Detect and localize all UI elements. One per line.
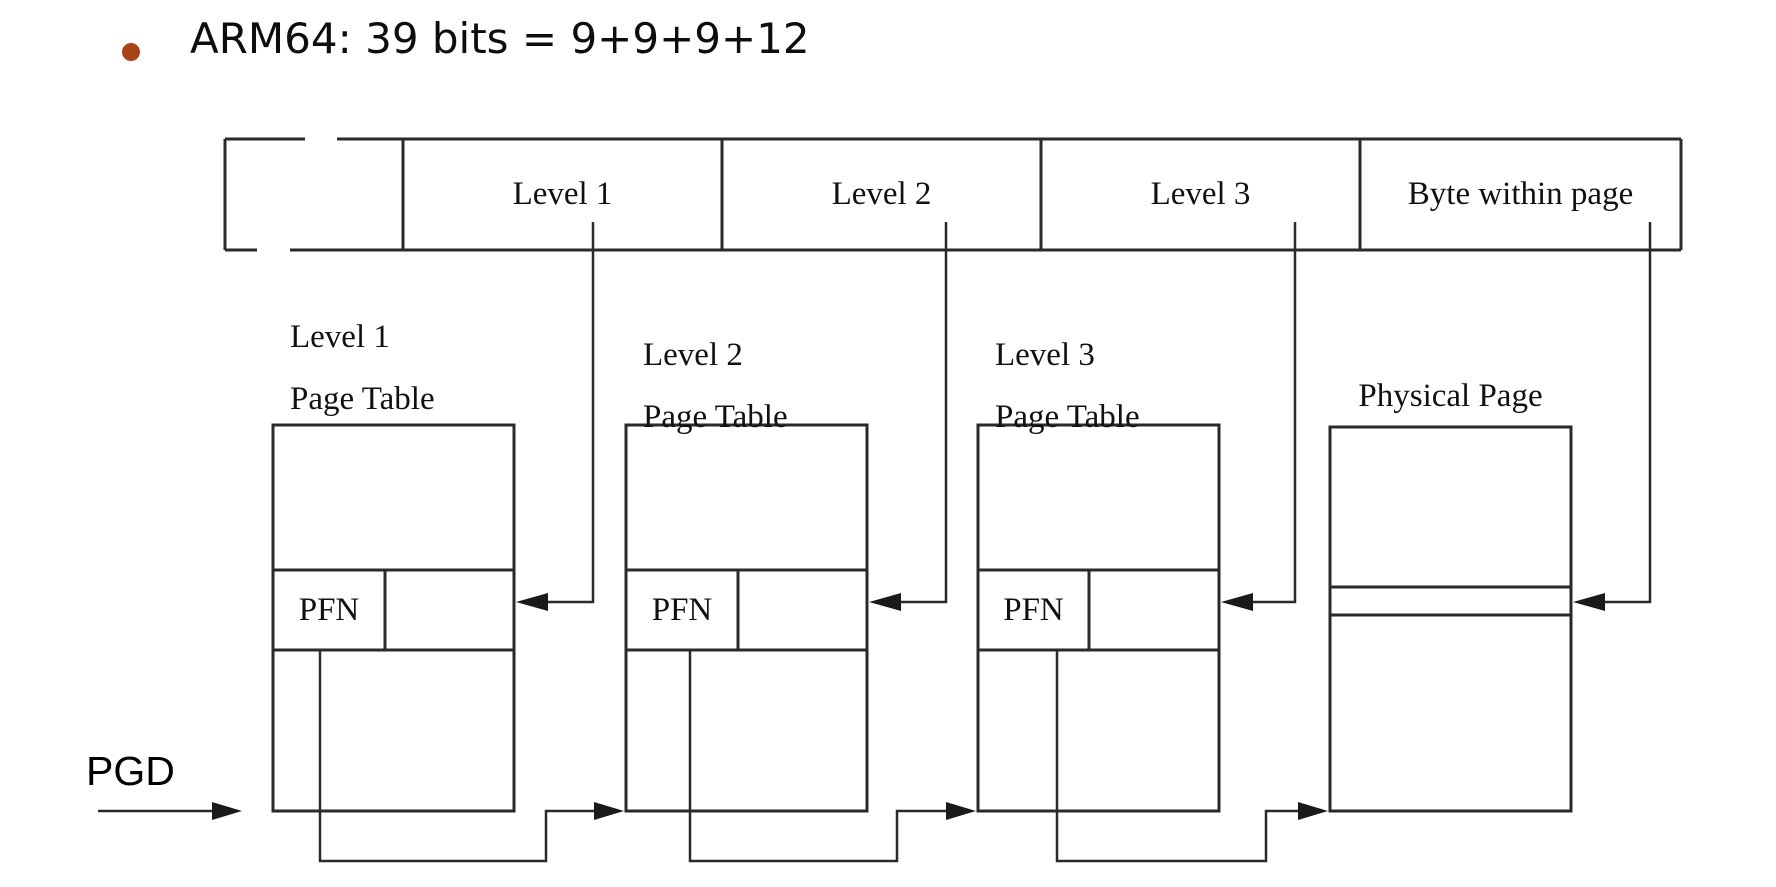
level3-table-title: Level 3 Page Table (995, 324, 1140, 448)
level1-table-title-line1: Level 1 (290, 319, 390, 355)
level2-table-title: Level 2 Page Table (643, 324, 788, 448)
level1-pfn-label: PFN (298, 591, 360, 628)
level1-table-title-line2: Page Table (290, 381, 435, 417)
bullet-text: ARM64: 39 bits = 9+9+9+12 (190, 14, 810, 63)
pgd-label: PGD (86, 748, 175, 794)
level3-page-table-box (976, 423, 1221, 813)
level3-pfn-label: PFN (1003, 591, 1064, 628)
arrowhead-physical-base (1298, 802, 1328, 820)
address-field-level1: Level 1 (512, 176, 613, 212)
arrowhead-level3-base (946, 802, 976, 820)
address-field-level3: Level 3 (1150, 176, 1251, 212)
level3-index-arrow (1253, 222, 1297, 604)
byte-offset-arrow (1605, 222, 1652, 604)
physical-page-title: Physical Page (1358, 378, 1543, 414)
address-field-level2: Level 2 (831, 176, 932, 212)
physical-page-box (1328, 425, 1573, 813)
arrowhead-into-level3-pfn (1221, 593, 1253, 611)
level2-table-title-line2: Page Table (643, 399, 788, 435)
level2-pfn-label: PFN (651, 591, 713, 628)
level3-table-title-line2: Page Table (995, 399, 1140, 435)
level1-page-table-box (271, 423, 516, 813)
arrowhead-level2-base (594, 802, 624, 820)
arrowhead-pgd (212, 802, 242, 820)
pfn-chain-level1-to-level2 (318, 650, 596, 863)
level2-index-arrow (901, 222, 948, 604)
level1-index-arrow (548, 222, 595, 604)
level1-table-title: Level 1 Page Table (290, 306, 435, 430)
level3-table-title-line1: Level 3 (995, 337, 1095, 373)
level2-table-title-line1: Level 2 (643, 337, 743, 373)
arrowhead-into-level1-pfn (516, 593, 548, 611)
arrowhead-into-physical-page (1573, 593, 1605, 611)
pfn-chain-level2-to-level3 (688, 650, 948, 863)
arrowhead-into-level2-pfn (869, 593, 901, 611)
bullet-marker (122, 43, 140, 61)
pfn-chain-level3-to-physical (1055, 650, 1300, 863)
virtual-address-box (223, 137, 1683, 252)
address-field-byte-offset: Byte within page (1407, 176, 1634, 212)
level2-page-table-box (624, 423, 869, 813)
